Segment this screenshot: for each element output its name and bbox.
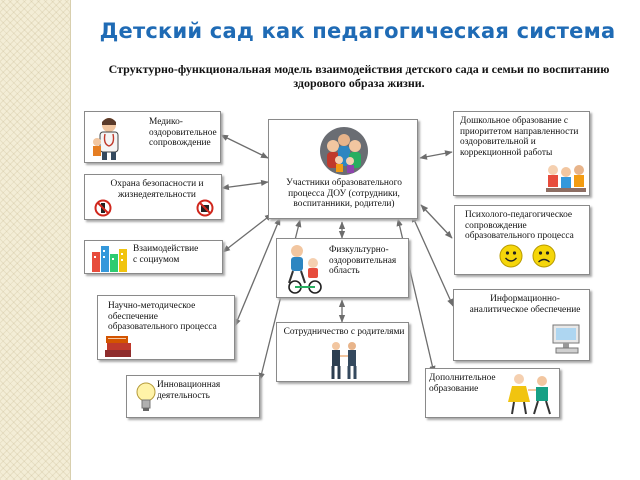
- box-innovation: Инновационная деятельность: [126, 375, 260, 418]
- center-participants-box: Участники образовательного процесса ДОУ …: [268, 119, 418, 219]
- box-psych-support: Психолого-педагогическое сопровождение о…: [454, 205, 590, 275]
- diagram-subtitle: Структурно-функциональная модель взаимод…: [84, 62, 634, 90]
- arrow-society: [222, 213, 273, 253]
- arrow-info: [411, 214, 454, 307]
- arrow-medical: [220, 134, 269, 159]
- methodical-label: Научно-методическое обеспечение образова…: [108, 301, 217, 333]
- preschool-label: Дошкольное образование с приоритетом нап…: [460, 116, 579, 158]
- subtitle-line-2: здорового образа жизни.: [293, 76, 425, 90]
- info-label: Информационно-аналитическое обеспечение: [469, 294, 581, 315]
- parents-label: Сотрудничество с родителями: [283, 327, 405, 337]
- box-preschool-education: Дошкольное образование с приоритетом нап…: [453, 111, 590, 196]
- slide-title: Детский сад как педагогическая система: [99, 19, 616, 43]
- family-group-icon: [320, 127, 368, 175]
- center-label: Участники образовательного процесса ДОУ …: [286, 178, 402, 210]
- lightbulb-icon: [136, 382, 156, 411]
- psych-label: Психолого-педагогическое сопровождение о…: [465, 210, 574, 242]
- society-label: Взаимодействие с социумом: [133, 244, 199, 265]
- box-cooperation-parents: Сотрудничество с родителями: [276, 322, 409, 382]
- box-methodical: Научно-методическое обеспечение образова…: [97, 295, 235, 360]
- city-buildings-icon: [92, 246, 127, 272]
- arrow-safety: [221, 179, 269, 191]
- computer-icon: [552, 324, 580, 354]
- arrow-preschool: [419, 150, 453, 160]
- medical-label: Медико-оздоровительное сопровождение: [149, 117, 217, 149]
- arrow-psych: [420, 204, 453, 239]
- extra-label: Дополнительное образование: [429, 373, 496, 394]
- sport-label: Физкультурно-оздоровительная область: [329, 245, 397, 277]
- box-medical-support: Медико-оздоровительное сопровождение: [84, 111, 221, 163]
- safety-label: Охрана безопасности и жизнедеятельности: [110, 179, 204, 200]
- smileys-icon: [499, 244, 556, 268]
- arrow-methodical: [234, 217, 281, 327]
- children-learning-icon: [546, 165, 586, 192]
- box-safety: Охрана безопасности и жизнедеятельности: [84, 174, 222, 220]
- books-icon: [105, 336, 131, 357]
- safety-signs-icon: [94, 199, 214, 217]
- doctor-icon: [93, 118, 119, 160]
- decorative-side-strip: [0, 0, 70, 480]
- handshake-icon: [331, 342, 357, 379]
- innovation-label: Инновационная деятельность: [157, 380, 221, 401]
- side-strip-border: [70, 0, 71, 480]
- box-society: Взаимодействие с социумом: [84, 240, 223, 274]
- box-sport-health: Физкультурно-оздоровительная область: [276, 238, 409, 298]
- subtitle-line-1: Структурно-функциональная модель взаимод…: [108, 62, 610, 76]
- sport-kids-icon: [288, 245, 322, 294]
- box-additional-education: Дополнительное образование: [425, 368, 560, 418]
- box-info-analytics: Информационно-аналитическое обеспечение: [453, 289, 590, 361]
- dancing-children-icon: [508, 374, 551, 415]
